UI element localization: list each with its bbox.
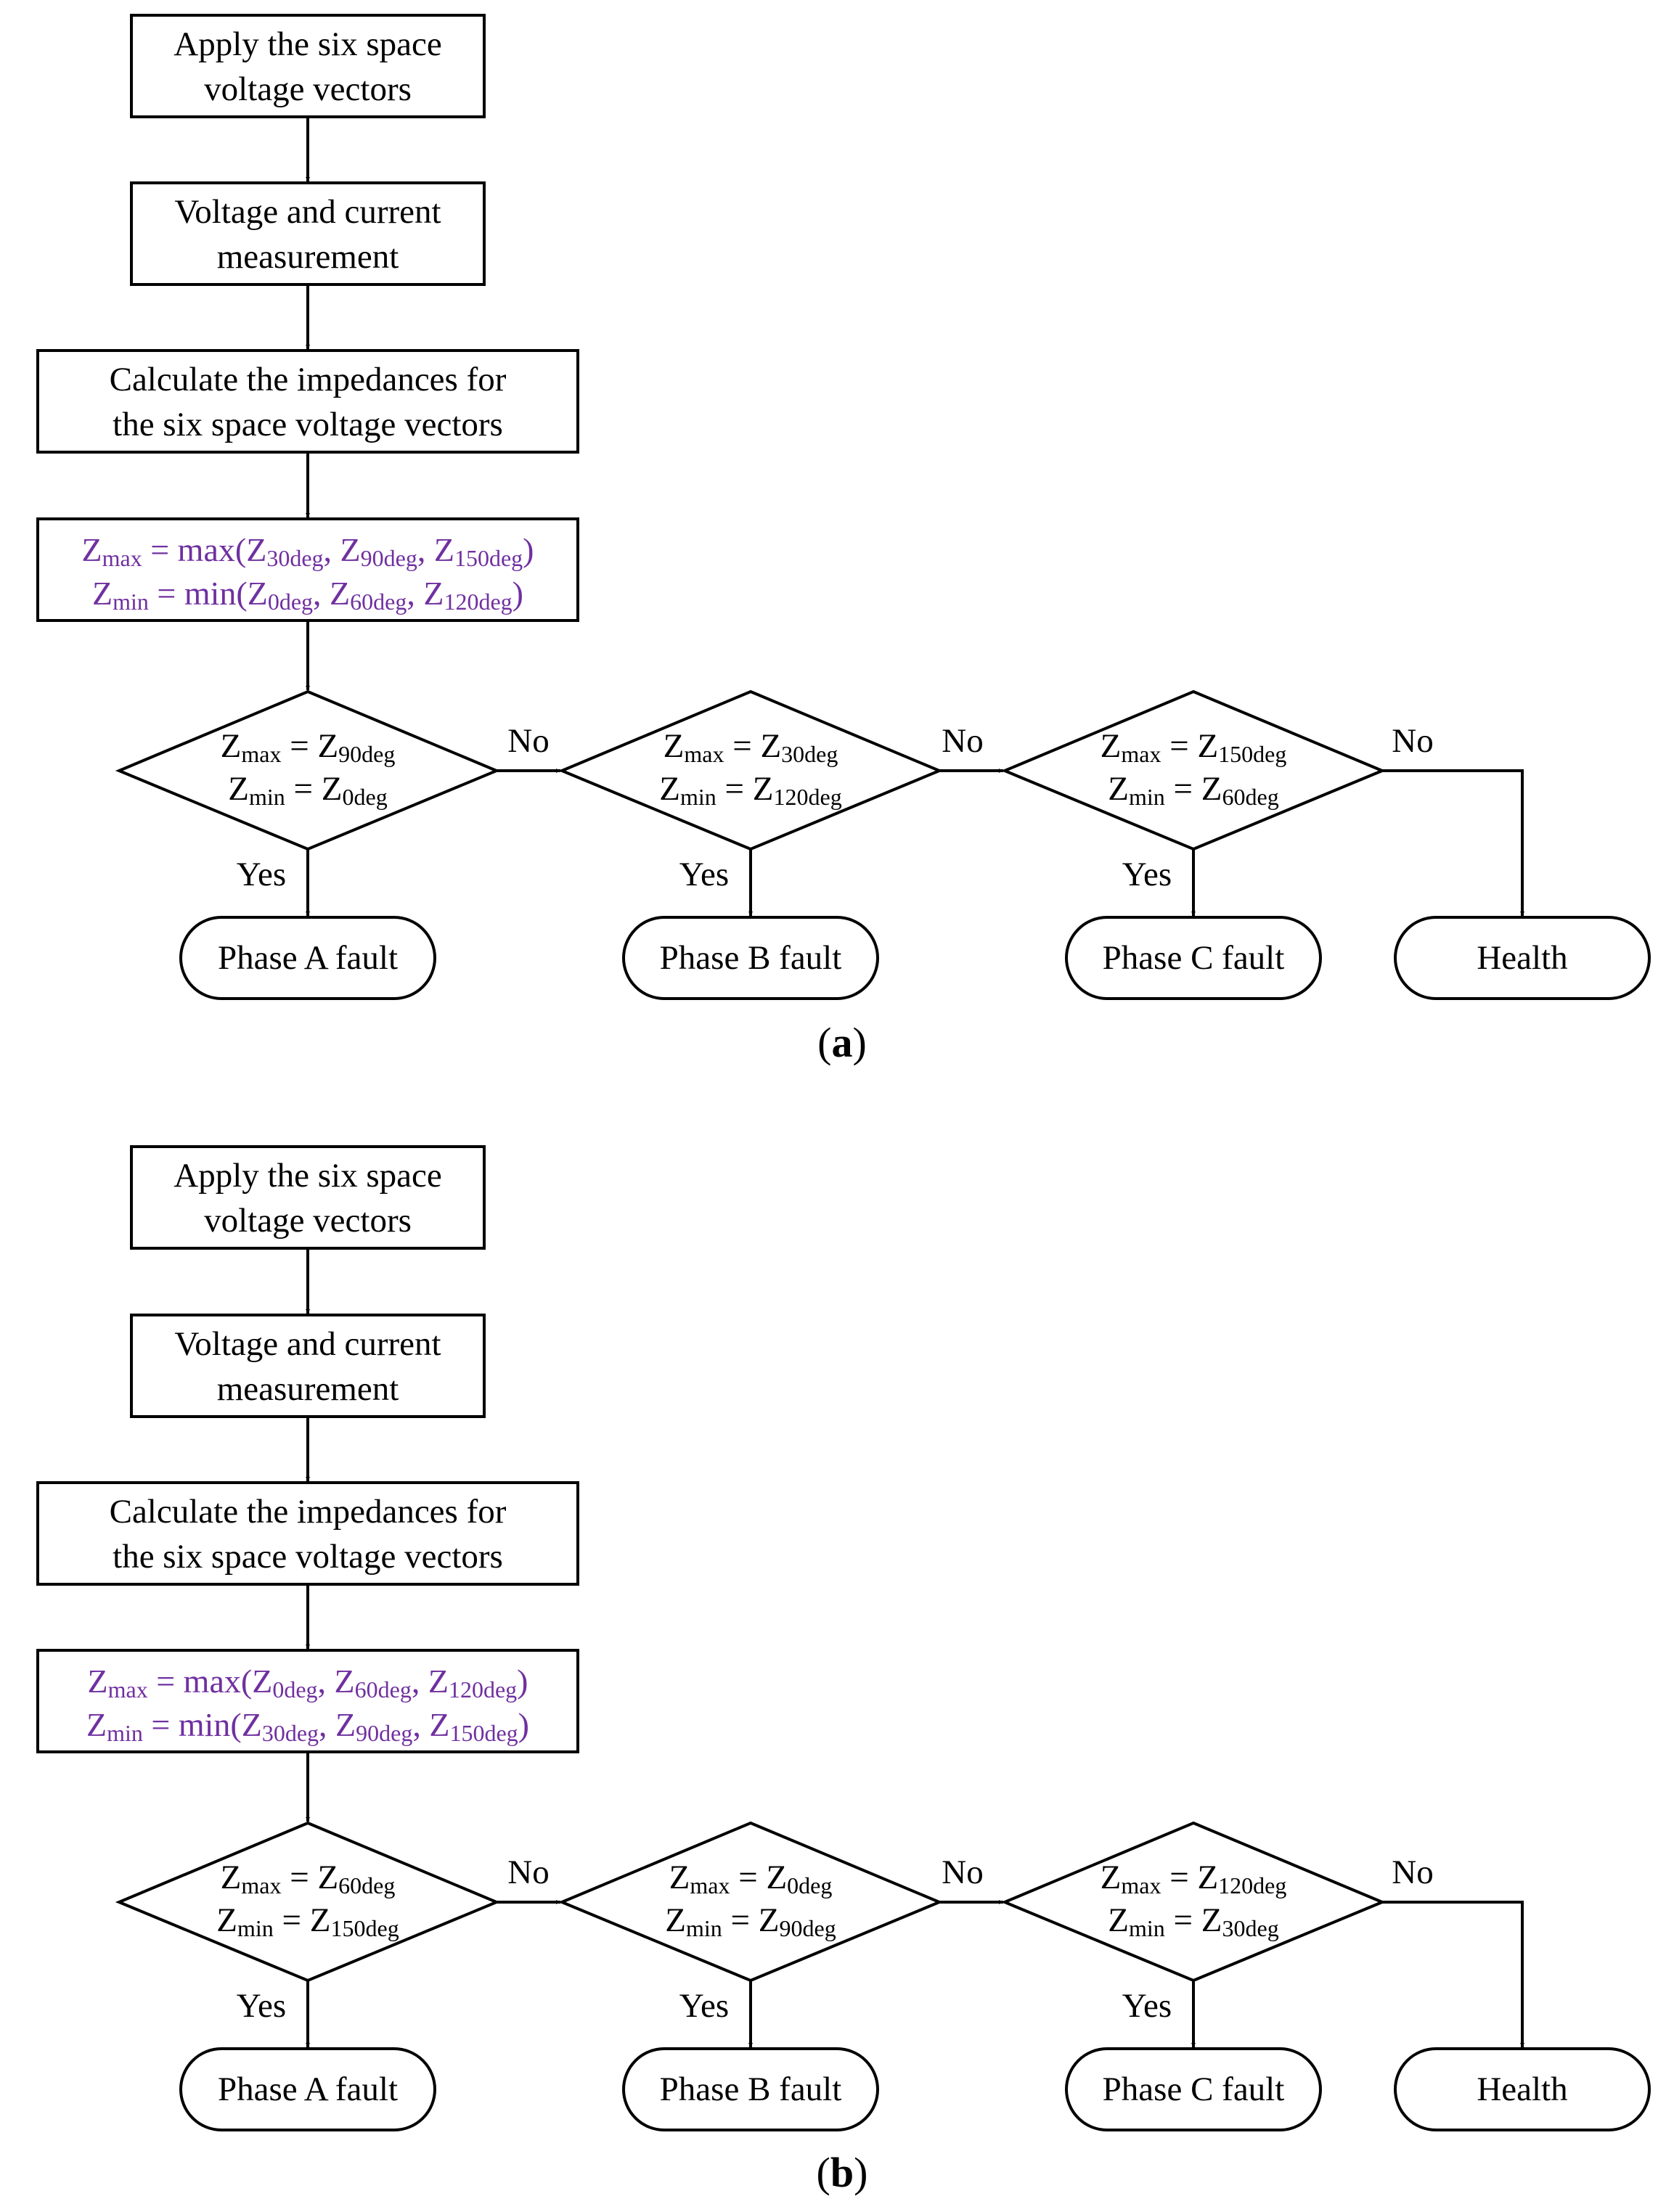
step-apply-line2: voltage vectors <box>204 70 412 108</box>
step-calculate-line2: the six space voltage vectors <box>113 406 503 443</box>
decision-3-max: Zmax = Z120deg <box>1101 1859 1287 1898</box>
outcome-phase-a-box <box>179 916 436 1000</box>
label-no-3: No <box>1392 1853 1433 1891</box>
formula-zmax: Zmax = max(Z0deg, Z60deg, Z120deg) <box>88 1663 528 1703</box>
decision-3-min: Zmin = Z30deg <box>1108 1901 1278 1941</box>
step-apply-vectors-box <box>130 14 486 118</box>
step-calculate-line1: Calculate the impedances for <box>110 1493 507 1531</box>
decision-2-max: Zmax = Z30deg <box>664 727 838 767</box>
decision-1-max: Zmax = Z90deg <box>221 727 396 767</box>
outcome-phase-b-box <box>622 916 879 1000</box>
outcome-phase-b-box <box>622 2047 879 2131</box>
caption-b: (b) <box>817 2149 868 2196</box>
caption-a: (a) <box>817 1019 867 1066</box>
outcome-health-box <box>1394 916 1651 1000</box>
decision-1-min: Zmin = Z0deg <box>228 770 387 810</box>
outcome-phase-a: Phase A fault <box>218 939 398 977</box>
outcome-phase-c: Phase C fault <box>1103 2070 1285 2108</box>
step-measurement-box <box>130 1314 486 1418</box>
decision-1-min: Zmin = Z150deg <box>216 1901 399 1941</box>
label-no-1: No <box>507 722 549 760</box>
outcome-phase-c-box <box>1065 916 1322 1000</box>
step-measurement-box <box>130 181 486 286</box>
panel-a: Apply the six space voltage vectors Volt… <box>36 14 1651 1066</box>
panel-b: Apply the six space voltage vectors Volt… <box>36 1145 1651 2196</box>
decision-3-max: Zmax = Z150deg <box>1101 727 1287 767</box>
step-apply-line1: Apply the six space <box>173 1157 441 1195</box>
label-no-2: No <box>942 1853 983 1891</box>
decision-3-min: Zmin = Z60deg <box>1108 770 1278 810</box>
step-measurement-line1: Voltage and current <box>174 1325 441 1363</box>
arrow-no-3 <box>1382 1901 1524 2047</box>
outcome-phase-c-box <box>1065 2047 1322 2131</box>
outcome-phase-c: Phase C fault <box>1103 939 1285 977</box>
arrow-no-3 <box>1382 769 1524 916</box>
outcome-health: Health <box>1477 2070 1567 2108</box>
label-yes-3: Yes <box>1122 856 1172 893</box>
step-calculate-line2: the six space voltage vectors <box>113 1538 503 1576</box>
label-yes-2: Yes <box>679 856 729 893</box>
label-no-1: No <box>507 1853 549 1891</box>
outcome-phase-b: Phase B fault <box>660 939 842 977</box>
outcome-phase-b: Phase B fault <box>660 2070 842 2108</box>
label-yes-1: Yes <box>237 1987 286 2025</box>
step-apply-vectors-box <box>130 1145 486 1250</box>
decision-1-max: Zmax = Z60deg <box>221 1859 396 1898</box>
label-yes-3: Yes <box>1122 1987 1172 2025</box>
outcome-health: Health <box>1477 939 1567 977</box>
step-measurement-line1: Voltage and current <box>174 193 441 231</box>
step-calculate-box <box>36 349 579 454</box>
label-yes-2: Yes <box>679 1987 729 2025</box>
step-apply-line1: Apply the six space <box>173 25 441 63</box>
label-yes-1: Yes <box>237 856 286 893</box>
step-measurement-line2: measurement <box>217 238 399 276</box>
label-no-2: No <box>942 722 983 760</box>
step-measurement-line2: measurement <box>217 1370 399 1408</box>
formula-zmin: Zmin = min(Z30deg, Z90deg, Z150deg) <box>86 1706 529 1746</box>
formula-zmin: Zmin = min(Z0deg, Z60deg, Z120deg) <box>92 575 523 615</box>
label-no-3: No <box>1392 722 1433 760</box>
step-apply-line2: voltage vectors <box>204 1202 412 1240</box>
formula-zmax: Zmax = max(Z30deg, Z90deg, Z150deg) <box>82 531 534 571</box>
outcome-phase-a-box <box>179 2047 436 2131</box>
formula-box <box>36 517 579 622</box>
decision-2-min: Zmin = Z120deg <box>659 770 841 810</box>
outcome-phase-a: Phase A fault <box>218 2070 398 2108</box>
outcome-health-box <box>1394 2047 1651 2131</box>
step-calculate-box <box>36 1481 579 1586</box>
step-calculate-line1: Calculate the impedances for <box>110 361 507 398</box>
decision-2-min: Zmin = Z90deg <box>665 1901 836 1941</box>
decision-2-max: Zmax = Z0deg <box>669 1859 833 1898</box>
